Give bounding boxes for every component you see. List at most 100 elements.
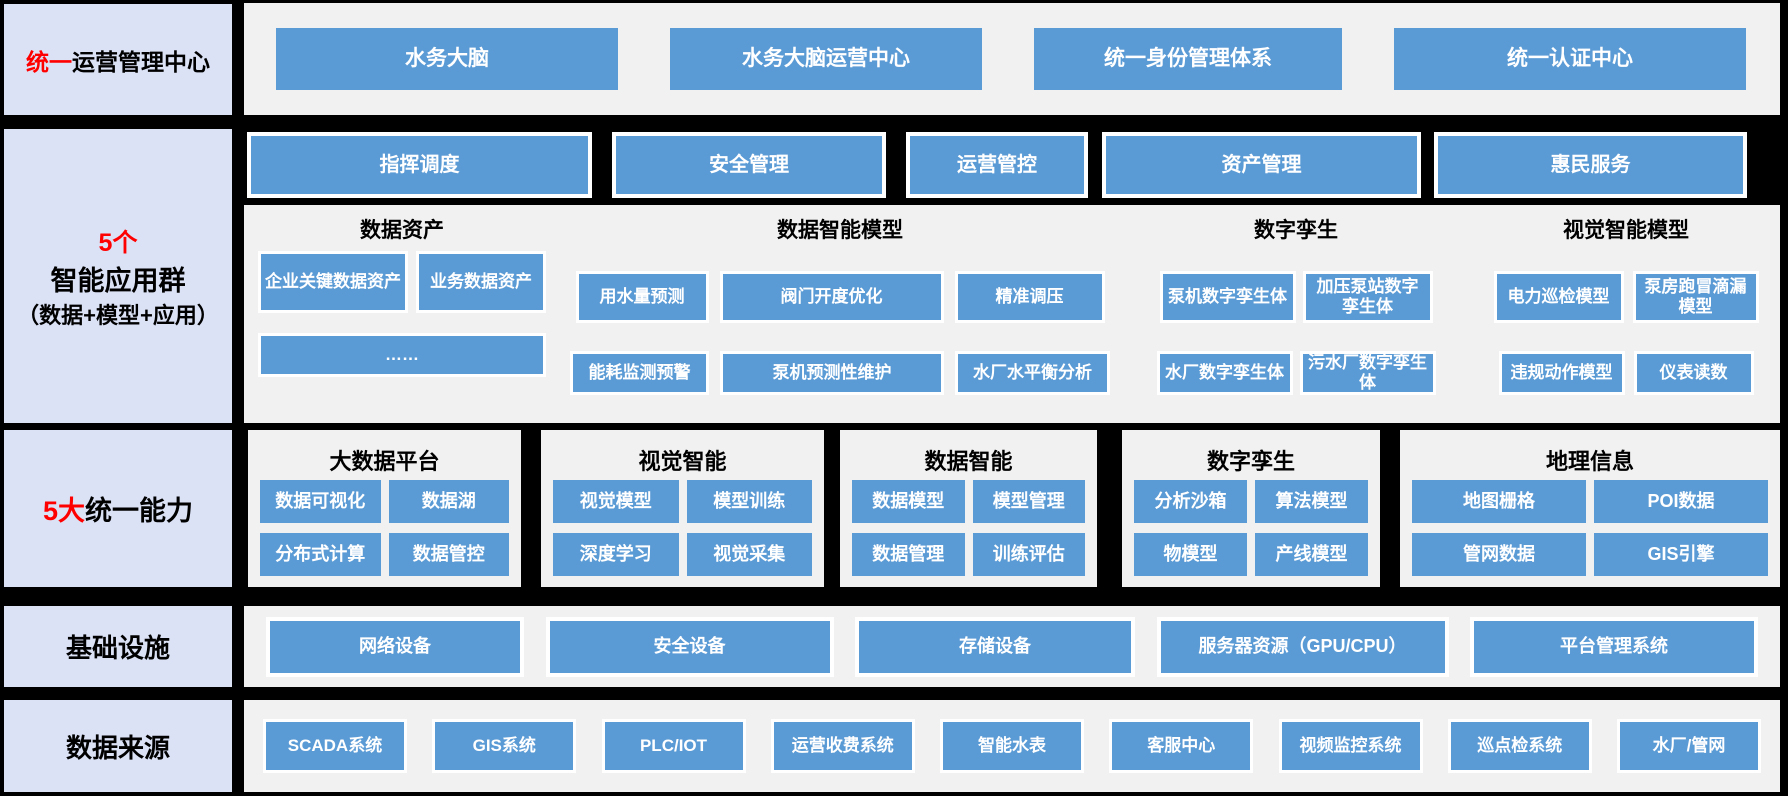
- block-poi-data: POI数据: [1594, 480, 1768, 523]
- section-digital-twin-apps-title: 数字孪生: [1254, 219, 1338, 242]
- card-vision-intelligence: 视觉智能 视觉模型 模型训练 深度学习 视觉采集: [541, 430, 824, 587]
- block-algorithm-model: 算法模型: [1255, 480, 1368, 523]
- block-water-brain: 水务大脑: [276, 28, 618, 90]
- section-data-assets: 数据资产 企业关键数据资产 业务数据资产 ……: [244, 205, 560, 423]
- capabilities-rest: 统一能力: [85, 496, 194, 526]
- app-groups-title: 智能应用群: [50, 265, 186, 296]
- card-geographic-information: 地理信息 地图栅格 POI数据 管网数据 GIS引擎: [1400, 430, 1780, 587]
- block-gis-system: GIS系统: [432, 719, 577, 773]
- block-business-data-assets: 业务数据资产: [416, 251, 546, 313]
- block-inspection-system: 巡点检系统: [1447, 719, 1592, 773]
- capabilities-band: 大数据平台 数据可视化 数据湖 分布式计算 数据管控 视觉智能 视觉模型 模型训…: [244, 430, 1780, 587]
- block-data-visualization: 数据可视化: [260, 480, 381, 523]
- ops-center-rest: 运营管理中心: [72, 48, 210, 75]
- block-water-usage-forecast: 用水量预测: [575, 271, 709, 323]
- block-training-evaluation: 训练评估: [972, 533, 1085, 576]
- block-plc-iot: PLC/IOT: [601, 719, 746, 773]
- block-network-equipment: 网络设备: [266, 616, 524, 677]
- ops-center-highlight: 统一: [26, 48, 72, 75]
- block-enterprise-key-data-assets: 企业关键数据资产: [258, 251, 408, 313]
- section-data-intelligence-models: 数据智能模型 用水量预测 阀门开度优化 精准调压 能耗监测预警 泵机预测性维护 …: [560, 205, 1120, 423]
- card-geographic-information-title: 地理信息: [1545, 449, 1634, 474]
- block-smart-water-meter: 智能水表: [940, 719, 1084, 773]
- block-storage-equipment: 存储设备: [855, 616, 1135, 677]
- sidebar-label-ops-center: 统一运营管理中心: [4, 4, 232, 115]
- section-vision-intelligence-models-title: 视觉智能模型: [1563, 219, 1689, 242]
- app-groups-subtitle: （数据+模型+应用）: [17, 302, 219, 328]
- block-scada-system: SCADA系统: [263, 719, 407, 773]
- capabilities-label-text: 5大统一能力: [43, 489, 193, 528]
- ops-center-row: 水务大脑 水务大脑运营中心 统一身份管理体系 统一认证中心: [244, 3, 1780, 115]
- block-distributed-computing: 分布式计算: [260, 533, 381, 576]
- card-data-intelligence-title: 数据智能: [924, 449, 1013, 474]
- section-data-intelligence-models-title: 数据智能模型: [777, 219, 903, 242]
- block-analysis-sandbox: 分析沙箱: [1134, 480, 1247, 523]
- block-thing-model: 物模型: [1134, 533, 1247, 576]
- section-data-assets-title: 数据资产: [360, 219, 444, 242]
- block-data-model: 数据模型: [852, 480, 965, 523]
- block-app-assets: 资产管理: [1102, 132, 1421, 198]
- block-water-plant-pipe-network: 水厂/管网: [1617, 719, 1761, 773]
- block-platform-management-system: 平台管理系统: [1470, 616, 1758, 677]
- sidebar-label-app-groups: 5个 智能应用群 （数据+模型+应用）: [4, 129, 232, 423]
- block-valve-opening-optimization: 阀门开度优化: [719, 271, 944, 323]
- block-data-management: 数据管理: [852, 533, 965, 576]
- block-water-brain-ops-center: 水务大脑运营中心: [670, 28, 982, 90]
- infrastructure-band: 网络设备 安全设备 存储设备 服务器资源（GPU/CPU） 平台管理系统: [244, 606, 1780, 687]
- block-gis-engine: GIS引擎: [1594, 533, 1768, 576]
- block-video-surveillance-system: 视频监控系统: [1278, 719, 1423, 773]
- app-groups-panel: 数据资产 企业关键数据资产 业务数据资产 …… 数据智能模型 用水量预测 阀门开…: [244, 205, 1780, 423]
- block-data-lake: 数据湖: [388, 480, 509, 523]
- block-water-plant-digital-twin: 水厂数字孪生体: [1156, 351, 1293, 395]
- section-digital-twin-apps: 数字孪生 泵机数字孪生体 加压泵站数字孪生体 水厂数字孪生体 污水厂数字孪生体: [1120, 205, 1472, 423]
- sidebar-label-data-sources: 数据来源: [4, 700, 232, 792]
- block-sewage-plant-digital-twin: 污水厂数字孪生体: [1299, 351, 1436, 395]
- block-power-inspection-model: 电力巡检模型: [1493, 271, 1624, 323]
- block-vision-model: 视觉模型: [553, 480, 679, 523]
- block-plant-water-balance-analysis: 水厂水平衡分析: [955, 351, 1110, 395]
- block-data-governance: 数据管控: [388, 533, 509, 576]
- block-deep-learning: 深度学习: [553, 533, 679, 576]
- block-energy-monitoring-warning: 能耗监测预警: [570, 351, 709, 395]
- block-model-management: 模型管理: [972, 480, 1085, 523]
- block-billing-system: 运营收费系统: [770, 719, 915, 773]
- capabilities-highlight: 5大: [42, 496, 86, 526]
- block-server-resources: 服务器资源（GPU/CPU）: [1156, 616, 1449, 677]
- block-precise-pressure-regulation: 精准调压: [954, 271, 1105, 323]
- block-customer-service-center: 客服中心: [1109, 719, 1254, 773]
- block-pipe-network-data: 管网数据: [1412, 533, 1586, 576]
- block-data-assets-more: ……: [258, 333, 546, 377]
- block-app-dispatch: 指挥调度: [247, 132, 592, 198]
- app-groups-count: 5个: [98, 228, 138, 257]
- block-pump-room-leakage-model: 泵房跑冒滴漏模型: [1632, 271, 1759, 323]
- sidebar-label-infrastructure: 基础设施: [4, 606, 232, 687]
- card-digital-twin: 数字孪生 分析沙箱 算法模型 物模型 产线模型: [1122, 430, 1380, 587]
- block-booster-station-digital-twin: 加压泵站数字孪生体: [1302, 271, 1433, 323]
- sidebar-label-ops-center-text: 统一运营管理中心: [26, 43, 210, 77]
- card-digital-twin-title: 数字孪生: [1206, 449, 1295, 474]
- card-data-intelligence: 数据智能 数据模型 模型管理 数据管理 训练评估: [840, 430, 1097, 587]
- block-meter-reading: 仪表读数: [1633, 351, 1754, 395]
- block-pump-predictive-maintenance: 泵机预测性维护: [720, 351, 944, 395]
- block-violation-action-model: 违规动作模型: [1498, 351, 1625, 395]
- block-map-raster: 地图栅格: [1412, 480, 1586, 523]
- block-security-equipment: 安全设备: [545, 616, 834, 677]
- block-auth-center: 统一认证中心: [1394, 28, 1746, 90]
- app-groups-header-row: 指挥调度 安全管理 运营管控 资产管理 惠民服务: [244, 132, 1780, 200]
- data-sources-label-text: 数据来源: [65, 732, 170, 763]
- card-big-data-platform: 大数据平台 数据可视化 数据湖 分布式计算 数据管控: [248, 430, 521, 587]
- section-vision-intelligence-models: 视觉智能模型 电力巡检模型 泵房跑冒滴漏模型 违规动作模型 仪表读数: [1472, 205, 1780, 423]
- block-app-safety: 安全管理: [612, 132, 886, 198]
- card-big-data-platform-title: 大数据平台: [329, 449, 440, 474]
- data-sources-band: SCADA系统 GIS系统 PLC/IOT 运营收费系统 智能水表 客服中心 视…: [244, 700, 1780, 792]
- block-vision-capture: 视觉采集: [686, 533, 812, 576]
- block-model-training: 模型训练: [686, 480, 812, 523]
- sidebar-label-capabilities: 5大统一能力: [4, 430, 232, 587]
- block-app-public-service: 惠民服务: [1434, 132, 1747, 198]
- block-app-operations: 运营管控: [906, 132, 1088, 198]
- block-identity-management: 统一身份管理体系: [1034, 28, 1342, 90]
- block-pump-digital-twin: 泵机数字孪生体: [1159, 271, 1296, 323]
- card-vision-intelligence-title: 视觉智能: [638, 449, 727, 474]
- infrastructure-label-text: 基础设施: [65, 633, 170, 663]
